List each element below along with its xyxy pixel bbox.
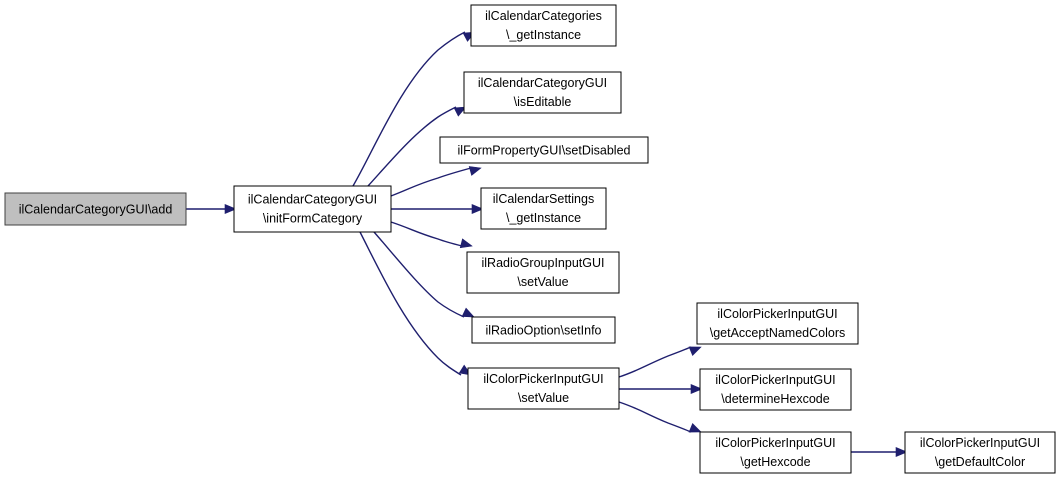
node-label-line2: \isEditable	[514, 95, 572, 109]
node-box[interactable]	[439, 136, 649, 164]
node-box[interactable]	[463, 71, 622, 114]
node-label-line2: \initFormCategory	[263, 211, 363, 225]
node-box[interactable]	[466, 251, 620, 294]
node-il-calendar-settings-get-instance[interactable]: ilCalendarSettings \_getInstance	[480, 187, 607, 230]
node-label-line1: ilColorPickerInputGUI	[715, 436, 835, 450]
node-label-line2: \setValue	[517, 275, 568, 289]
edge-arrowhead	[688, 423, 702, 433]
edge-line	[359, 231, 462, 376]
node-label-line1: ilRadioGroupInputGUI	[482, 256, 605, 270]
edge-il-calendar-category-gui-init-form-category-to-il-form-property-gui-set-disabled	[390, 166, 482, 197]
node-label-line2: \_getInstance	[506, 211, 581, 225]
node-box[interactable]	[470, 4, 617, 47]
edge-il-color-picker-input-gui-set-value-to-il-color-picker-input-gui-get-hexcode	[618, 401, 702, 433]
node-box[interactable]	[696, 302, 859, 345]
node-label-line1: ilRadioOption\setInfo	[485, 323, 601, 337]
edge-arrowhead	[459, 238, 473, 249]
node-il-color-picker-input-gui-determine-hexcode[interactable]: ilColorPickerInputGUI \determineHexcode	[699, 368, 852, 411]
node-il-form-property-gui-set-disabled[interactable]: ilFormPropertyGUI\setDisabled	[439, 136, 649, 164]
edge-arrowhead	[224, 203, 237, 215]
edge-line	[618, 346, 692, 378]
node-il-color-picker-input-gui-get-accept-named-colors[interactable]: ilColorPickerInputGUI \getAcceptNamedColo…	[696, 302, 859, 345]
edge-il-color-picker-input-gui-set-value-to-il-color-picker-input-gui-determine-hexcode	[619, 383, 703, 395]
edge-il-calendar-category-gui-init-form-category-to-il-color-picker-input-gui-set-value	[359, 231, 472, 376]
edge-arrowhead	[453, 106, 467, 117]
node-label-line1: ilCalendarSettings	[493, 192, 594, 206]
node-label-line1: ilColorPickerInputGUI	[717, 307, 837, 321]
edge-il-color-picker-input-gui-get-hexcode-to-il-color-picker-input-gui-get-default-color	[851, 446, 908, 458]
node-label-line2: \getHexcode	[740, 455, 810, 469]
edge-il-calendar-category-gui-init-form-category-to-il-calendar-category-gui-is-editable	[367, 106, 467, 187]
edge-line	[352, 31, 466, 187]
edge-line	[373, 231, 465, 318]
node-label-line1: ilColorPickerInputGUI	[715, 373, 835, 387]
edge-il-calendar-category-gui-init-form-category-to-il-radio-group-input-gui-set-value	[390, 221, 473, 249]
node-box[interactable]	[480, 187, 607, 230]
nodes-layer: ilCalendarCategoryGUI\add ilCalendarCateg…	[4, 4, 1056, 474]
node-label-line1: ilColorPickerInputGUI	[920, 436, 1040, 450]
edge-il-calendar-category-gui-add-to-il-calendar-category-gui-init-form-category	[186, 203, 237, 215]
node-label-line1: ilCalendarCategoryGUI\add	[19, 202, 173, 216]
node-il-calendar-category-gui-init-form-category[interactable]: ilCalendarCategoryGUI \initFormCategory	[233, 185, 392, 233]
edge-arrowhead	[690, 383, 703, 395]
edges-layer	[186, 31, 908, 458]
node-label-line1: ilFormPropertyGUI\setDisabled	[458, 143, 631, 157]
node-label-line2: \_getInstance	[506, 28, 581, 42]
node-il-calendar-category-gui-add[interactable]: ilCalendarCategoryGUI\add	[4, 192, 187, 226]
node-box[interactable]	[233, 185, 392, 233]
node-il-calendar-categories-get-instance[interactable]: ilCalendarCategories \_getInstance	[470, 4, 617, 47]
node-il-color-picker-input-gui-set-value[interactable]: ilColorPickerInputGUI \setValue	[467, 367, 620, 410]
edge-arrowhead	[471, 203, 484, 215]
node-label-line1: ilCalendarCategoryGUI	[248, 192, 377, 206]
node-il-radio-option-set-info[interactable]: ilRadioOption\setInfo	[471, 316, 616, 344]
node-il-color-picker-input-gui-get-hexcode[interactable]: ilColorPickerInputGUI \getHexcode	[699, 431, 852, 474]
edge-il-calendar-category-gui-init-form-category-to-il-calendar-settings-get-instance	[391, 203, 484, 215]
edge-line	[618, 401, 692, 433]
node-box[interactable]	[467, 367, 620, 410]
edge-arrowhead	[468, 166, 482, 176]
node-label-line2: \determineHexcode	[721, 392, 829, 406]
node-label-line2: \getAcceptNamedColors	[710, 326, 845, 340]
node-il-color-picker-input-gui-get-default-color[interactable]: ilColorPickerInputGUI \getDefaultColor	[904, 431, 1056, 474]
edge-il-color-picker-input-gui-set-value-to-il-color-picker-input-gui-get-accept-named-colors	[618, 346, 702, 378]
edge-line	[367, 106, 457, 187]
node-box[interactable]	[699, 431, 852, 474]
edge-line	[390, 167, 472, 197]
node-label-line2: \getDefaultColor	[935, 455, 1025, 469]
node-box[interactable]	[699, 368, 852, 411]
edge-line	[390, 221, 463, 247]
node-il-calendar-category-gui-is-editable[interactable]: ilCalendarCategoryGUI \isEditable	[463, 71, 622, 114]
node-label-line2: \setValue	[518, 391, 569, 405]
node-il-radio-group-input-gui-set-value[interactable]: ilRadioGroupInputGUI \setValue	[466, 251, 620, 294]
node-box[interactable]	[904, 431, 1056, 474]
node-label-line1: ilCalendarCategories	[485, 9, 602, 23]
node-label-line1: ilCalendarCategoryGUI	[478, 76, 607, 90]
edge-il-calendar-category-gui-init-form-category-to-il-radio-option-set-info	[373, 231, 475, 318]
edge-arrowhead	[461, 307, 475, 318]
node-box[interactable]	[471, 316, 616, 344]
node-box[interactable]	[4, 192, 187, 226]
edge-arrowhead	[895, 446, 908, 458]
node-label-line1: ilColorPickerInputGUI	[483, 372, 603, 386]
edge-arrowhead	[688, 346, 702, 356]
